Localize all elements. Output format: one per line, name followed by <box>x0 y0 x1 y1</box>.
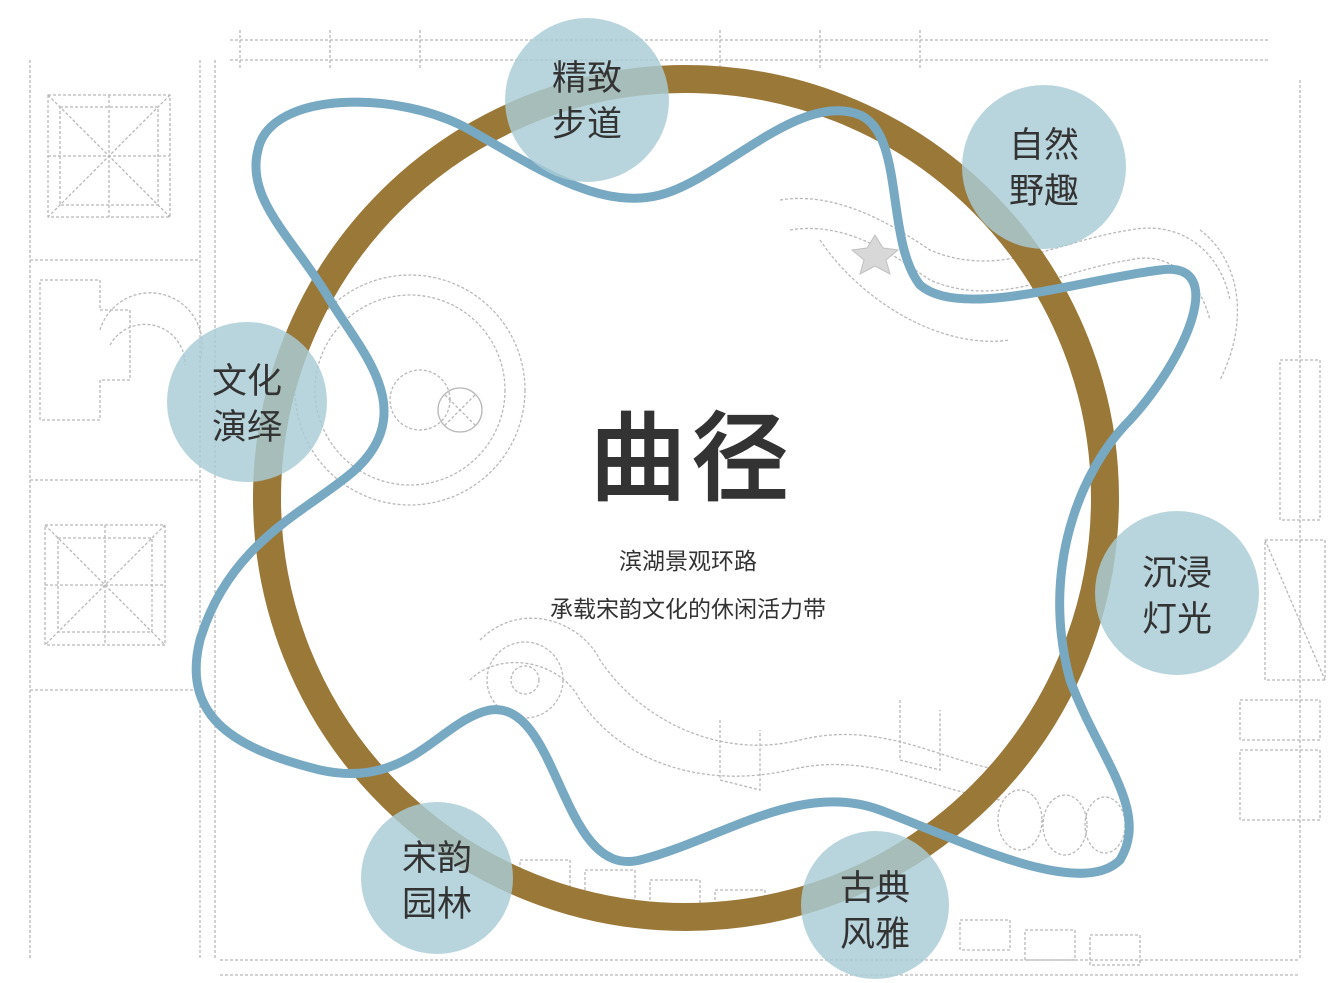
node-label-wenhua-line2: 演绎 <box>212 408 282 448</box>
node-bubble-jingzhi: 精致 步道 <box>505 18 669 182</box>
node-bubble-chenjin: 沉浸 灯光 <box>1095 511 1259 675</box>
node-label-chenjin-line1: 沉浸 <box>1142 554 1212 594</box>
node-bubble-gudian: 古典 风雅 <box>801 831 949 979</box>
node-bubble-ziran: 自然 野趣 <box>962 85 1126 249</box>
node-label-gudian-line1: 古典 <box>840 869 910 909</box>
winding-path-line <box>191 97 1201 878</box>
diagram-title: 曲径 <box>590 402 794 515</box>
subtitle-line-2: 承载宋韵文化的休闲活力带 <box>550 597 826 623</box>
node-label-gudian-line2: 风雅 <box>840 915 910 955</box>
node-label-jingzhi-line2: 步道 <box>552 105 622 145</box>
node-label-songyun-line2: 园林 <box>402 885 472 925</box>
node-label-wenhua-line1: 文化 <box>212 362 282 402</box>
node-label-jingzhi-line1: 精致 <box>552 59 622 99</box>
node-label-chenjin-line2: 灯光 <box>1142 600 1212 640</box>
node-bubble-songyun: 宋韵 园林 <box>361 802 513 954</box>
node-label-ziran-line2: 野趣 <box>1009 172 1079 212</box>
subtitle-line-1: 滨湖景观环路 <box>619 549 757 575</box>
node-label-songyun-line1: 宋韵 <box>402 839 472 879</box>
main-ring <box>253 65 1119 931</box>
node-bubble-wenhua: 文化 演绎 <box>167 322 327 482</box>
node-label-ziran-line1: 自然 <box>1009 126 1079 166</box>
